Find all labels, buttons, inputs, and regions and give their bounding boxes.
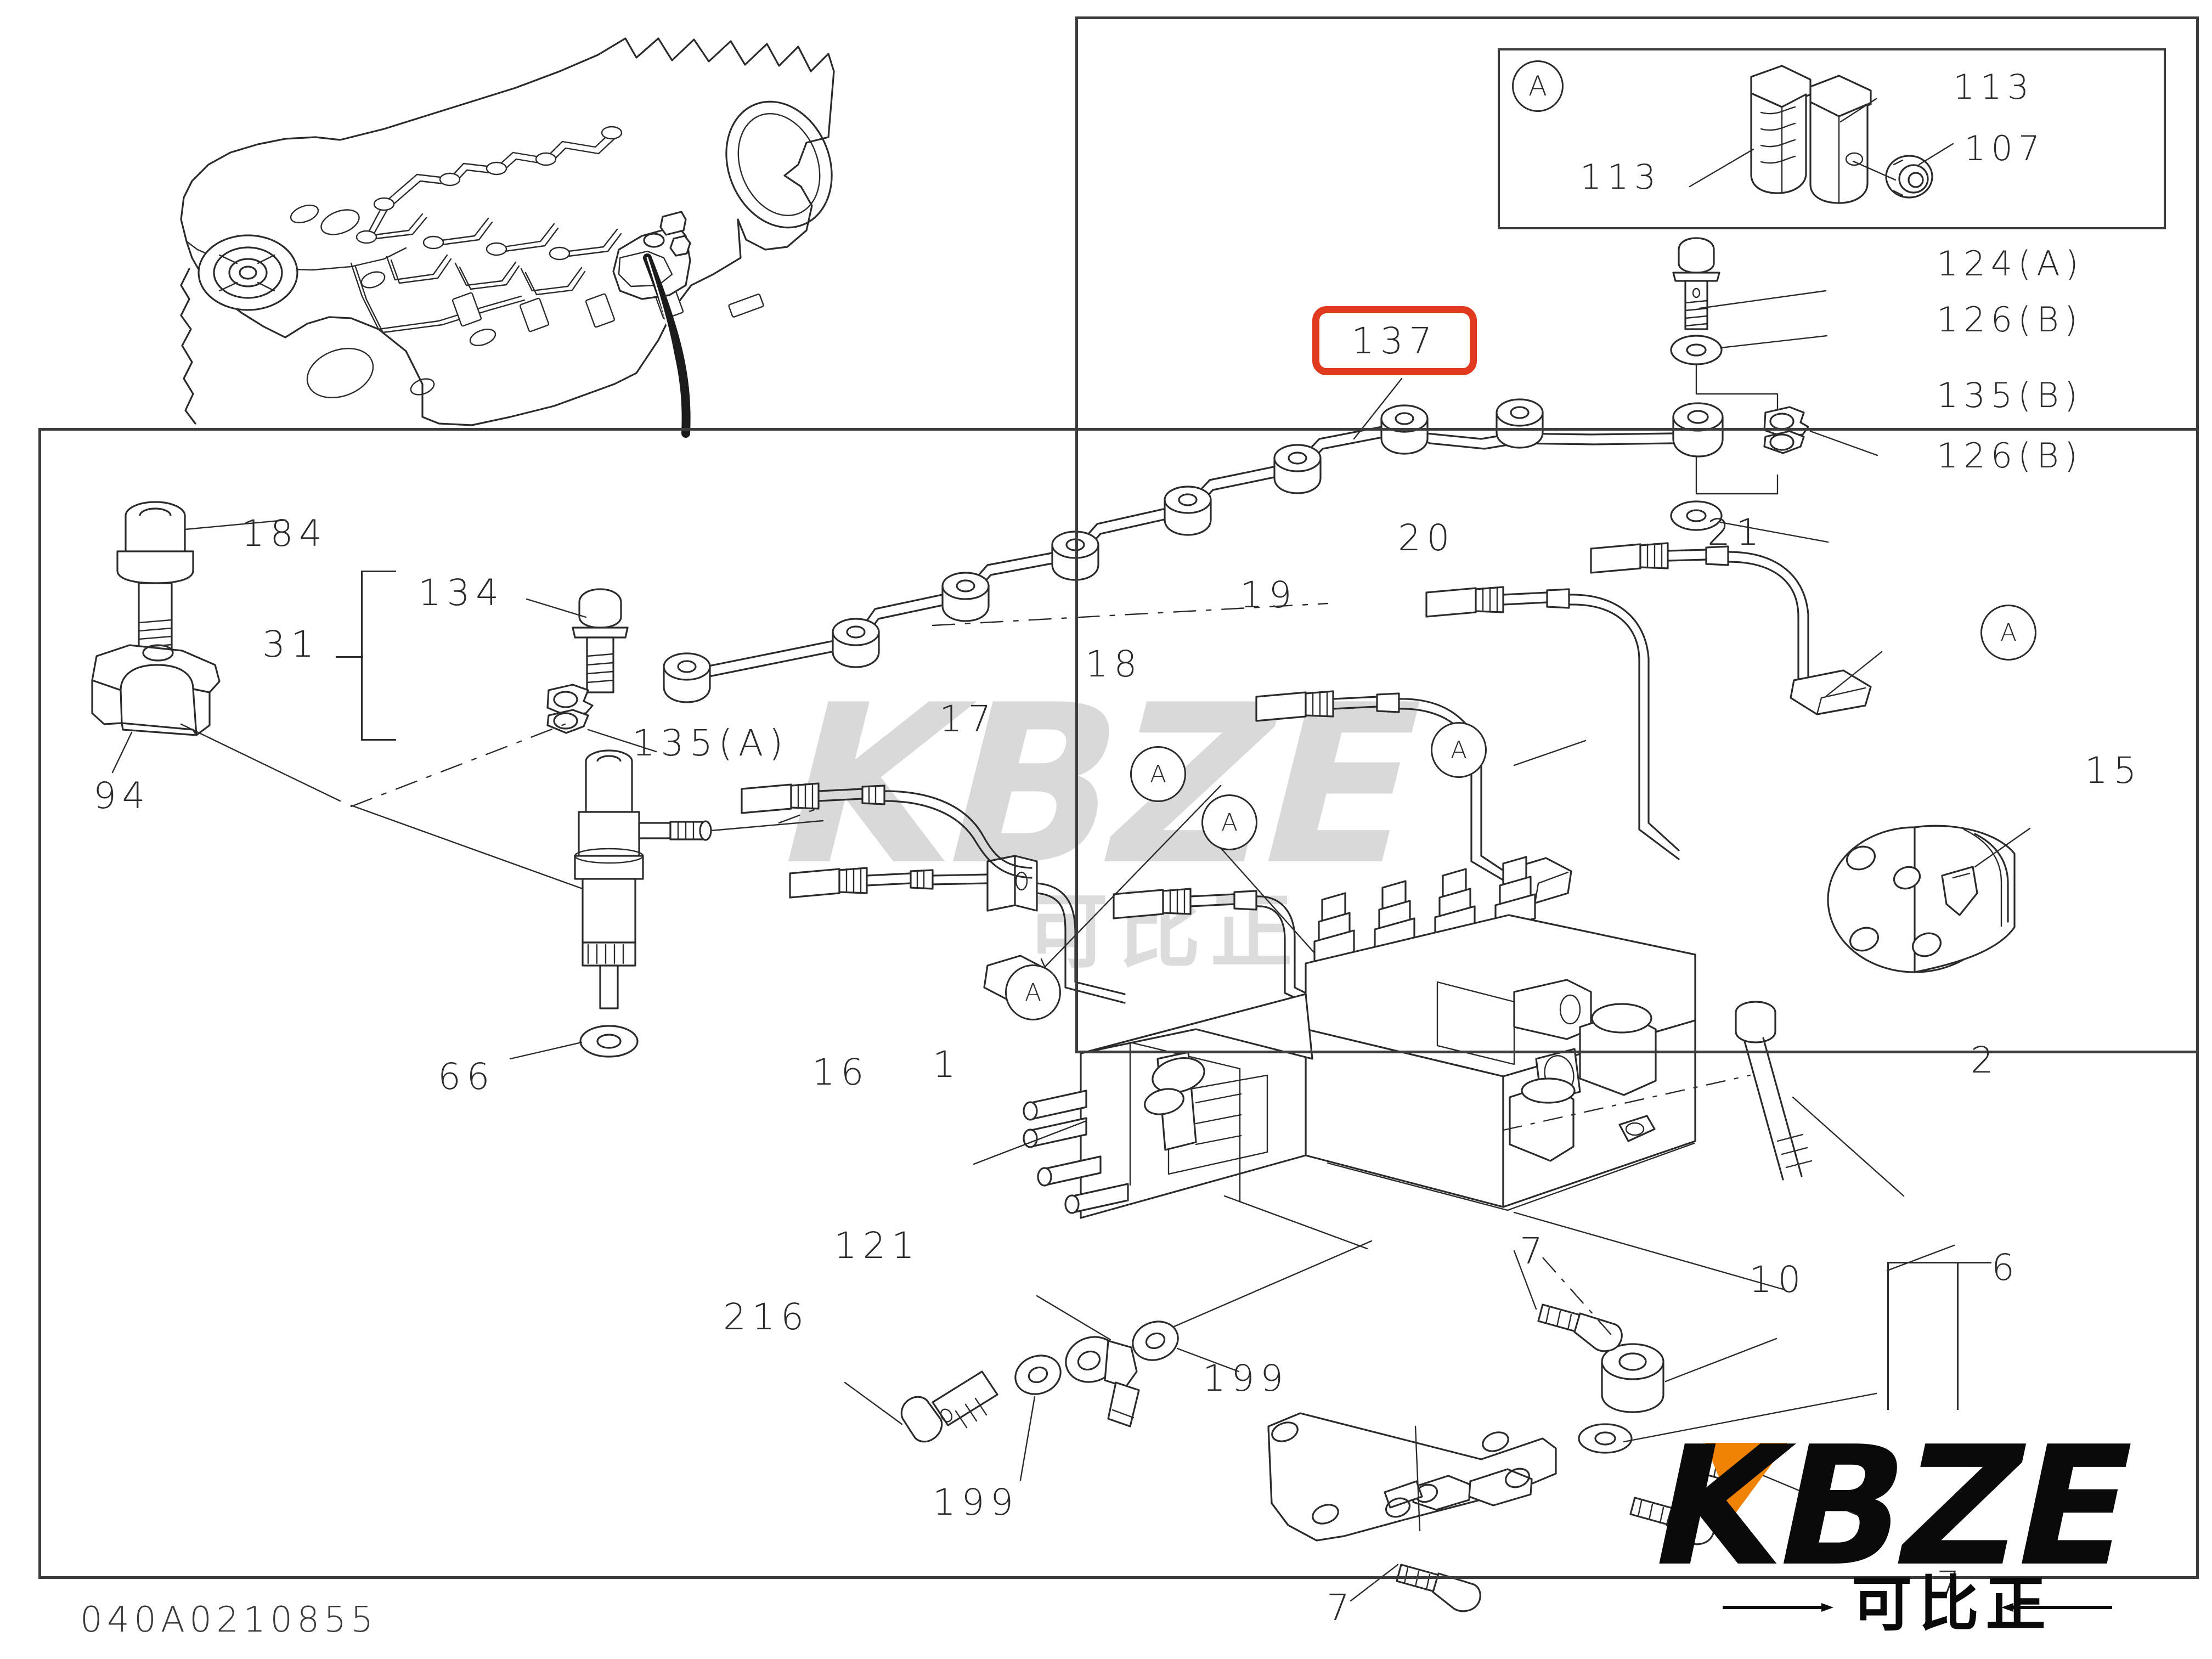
label-135b: 135(B)	[1937, 375, 2083, 415]
label-18: 18	[1085, 643, 1143, 685]
group-bracket-6-tick	[1887, 1262, 1991, 1263]
label-135a: 135(A)	[632, 722, 789, 764]
marker-a-mid-upper: A	[1431, 722, 1487, 778]
label-121: 121	[834, 1224, 921, 1267]
detail-a-marker-text: A	[1528, 70, 1548, 102]
label-134: 134	[418, 572, 505, 614]
label-10: 10	[1749, 1259, 1807, 1301]
label-184: 184	[241, 512, 328, 555]
label-17: 17	[939, 698, 997, 740]
label-16: 16	[812, 1051, 870, 1093]
marker-a-bottom-text: A	[1024, 978, 1042, 1007]
main-diagram-frame	[38, 428, 2199, 1579]
label-124a: 124(A)	[1937, 244, 2084, 284]
label-2: 2	[1971, 1039, 2000, 1081]
drawing-number: 040A0210855	[80, 1600, 378, 1640]
label-113-right: 113	[1953, 67, 2035, 107]
label-199-lower: 199	[933, 1481, 1019, 1523]
logo-arrow-right	[2001, 1603, 2013, 1612]
kbze-logo: KBZE 可比正	[1640, 1426, 2148, 1639]
marker-a-mid-upper-text: A	[1450, 736, 1468, 764]
group-bracket-31-tick	[336, 656, 363, 658]
label-94: 94	[93, 775, 151, 817]
label-15: 15	[2085, 749, 2143, 792]
marker-a-mid-lower-text: A	[1221, 808, 1238, 837]
marker-a-right-edge-text: A	[2000, 618, 2017, 647]
label-6: 6	[1991, 1246, 2021, 1289]
group-bracket-31	[361, 571, 396, 741]
logo-accent-wedge	[1705, 1443, 1787, 1531]
highlighted-part-137-text: 137	[1351, 319, 1438, 362]
group-bracket-6	[1887, 1262, 1959, 1410]
label-31: 31	[262, 623, 320, 665]
label-126b-upper: 126(B)	[1937, 300, 2083, 340]
label-19: 19	[1240, 574, 1298, 616]
logo-chinese: 可比正	[1852, 1569, 2052, 1639]
label-7-top: 7	[1520, 1230, 1549, 1272]
logo-text: KBZE	[1640, 1426, 2148, 1602]
label-107: 107	[1964, 128, 2046, 168]
engine-block-illustration	[180, 37, 835, 438]
marker-a-bottom: A	[1005, 964, 1061, 1020]
label-21: 21	[1707, 511, 1765, 554]
label-7-bottom-right: 7	[1937, 1564, 1966, 1606]
label-199-right: 199	[1203, 1357, 1289, 1400]
label-126b-lower: 126(B)	[1937, 436, 2083, 476]
logo-arrow-left	[1821, 1603, 1833, 1612]
label-216: 216	[723, 1296, 810, 1338]
label-1: 1	[933, 1043, 962, 1086]
marker-a-mid-left: A	[1130, 746, 1186, 802]
label-20: 20	[1398, 517, 1456, 559]
label-7-bottom-left: 7	[1327, 1587, 1356, 1629]
marker-a-mid-lower: A	[1201, 794, 1257, 850]
detail-a-marker: A	[1512, 60, 1564, 112]
label-113-left: 113	[1580, 157, 1662, 197]
marker-a-mid-left-text: A	[1149, 760, 1167, 788]
marker-a-right-edge: A	[1980, 605, 2036, 661]
group-bracket-6-stem	[1887, 1262, 1889, 1410]
detail-a-frame	[1498, 48, 2166, 229]
label-66: 66	[438, 1056, 496, 1098]
highlighted-part-137[interactable]: 137	[1312, 306, 1477, 375]
